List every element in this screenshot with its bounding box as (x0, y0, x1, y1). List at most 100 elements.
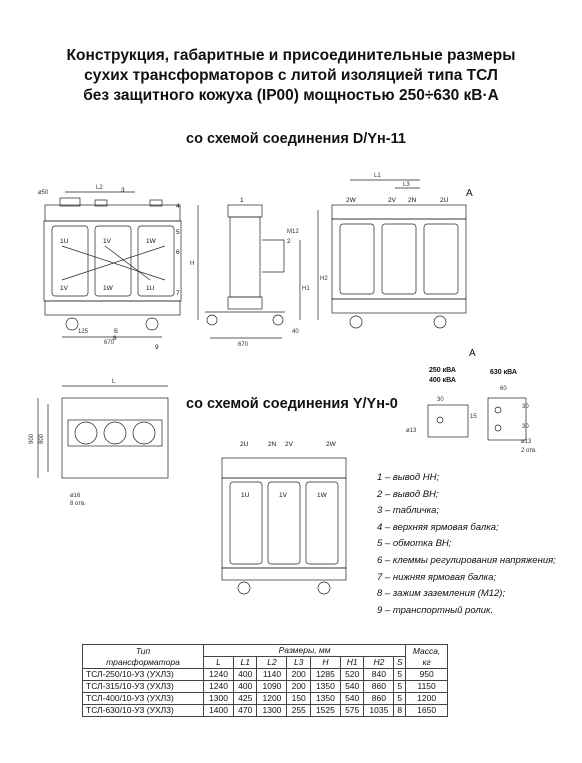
front-delta-link-2 (61, 245, 166, 281)
table-row: ТСЛ-630/10-У3 (УХЛ3) 1400 470 1300 255 1… (82, 704, 448, 717)
spec-table: Тип трансформатора Размеры, мм Масса, кг… (82, 644, 448, 717)
cell-l1: 470 (232, 704, 258, 717)
header-type: Тип трансформатора (82, 644, 204, 669)
header-type-line-2: трансформатора (106, 656, 180, 667)
top-note-holes: 8 отв. (70, 501, 86, 507)
side-wheel-left (206, 314, 218, 326)
header-l2: L2 (256, 656, 288, 669)
cell-h: 1525 (309, 704, 341, 717)
table-row: ТСЛ-315/10-У3 (УХЛ3) 1240 400 1090 200 1… (82, 680, 448, 693)
detail-a-left-hole (436, 416, 444, 424)
top-coil-2 (103, 421, 127, 445)
cell-l2: 1300 (256, 704, 288, 717)
rear-terminal-2u: 2U (440, 197, 449, 204)
callout-7: 7 (176, 290, 180, 297)
rear-bottom-beam (331, 298, 467, 314)
detail-a-right-note: 2 отв. (521, 448, 537, 454)
cell-mass: 1150 (405, 680, 448, 693)
legend: 1 – вывод НН; 2 – вывод ВН; 3 – табличка… (377, 470, 556, 619)
front-phase-1w-bottom: 1W (103, 285, 114, 292)
rear-terminal-2v: 2V (388, 197, 397, 204)
detail-a-left-dim-15: 15 (470, 414, 477, 420)
cell-l2: 1200 (256, 692, 288, 705)
title-line-1: Конструкция, габаритные и присоединитель… (66, 47, 516, 64)
detail-a-mark: A (469, 348, 476, 359)
front-wheel-left (65, 317, 79, 331)
detail-a: A 250 кВА 400 кВА 630 кВА 30 15 ø13 60 3… (406, 348, 537, 454)
legend-item-4: 4 – верхняя ярмовая балка; (377, 521, 499, 533)
cell-l3: 150 (286, 692, 311, 705)
detail-a-right-dim-30b: 30 (522, 424, 529, 430)
detail-a-right-dim-60: 60 (500, 386, 507, 392)
callout-4: 4 (176, 203, 180, 210)
cell-l1: 400 (232, 680, 258, 693)
legend-item-9: 9 – транспортный ролик. (377, 604, 494, 616)
header-mass: Масса, кг (405, 644, 448, 669)
header-h1: H1 (339, 656, 365, 669)
front-phase-1w: 1W (146, 238, 157, 245)
front-dim-b: B (114, 329, 118, 335)
cell-h2: 1035 (363, 704, 395, 717)
top-outline (61, 397, 169, 479)
yy-bottom-beam (221, 567, 347, 581)
yy-wheel-right (317, 581, 331, 595)
front-lifting-eye-2 (149, 199, 163, 207)
rear-wheel-right (433, 315, 447, 329)
front-dim-670: 670 (104, 340, 115, 346)
rear-wheel-left (349, 315, 363, 329)
side-wheel-right (272, 314, 284, 326)
front-phase-1u-bottom: 1U (146, 285, 155, 292)
detail-a-left-dim-o13: ø13 (406, 428, 417, 434)
yy-wheel-left (237, 581, 251, 595)
header-h2: H2 (363, 656, 395, 669)
header-l3: L3 (286, 656, 311, 669)
detail-a-right-hole-2 (494, 424, 502, 432)
detail-a-label-630: 630 кВА (490, 369, 517, 376)
cell-l2: 1090 (256, 680, 288, 693)
side-view: H H1 H2 40 670 M12 1 2 (190, 197, 328, 348)
header-sizes: Размеры, мм (202, 644, 407, 657)
header-mass-line-1: Масса, (412, 645, 441, 656)
cell-l1: 425 (232, 692, 258, 705)
title-line-2: сухих трансформаторов с литой изоляцией … (84, 67, 498, 84)
side-coil (229, 216, 261, 298)
cell-s: 8 (393, 704, 407, 717)
table-row: ТСЛ-250/10-У3 (УХЛ3) 1240 400 1140 200 1… (82, 668, 448, 681)
page-title: Конструкция, габаритные и присоединитель… (0, 46, 582, 106)
cell-mass: 950 (405, 668, 448, 681)
yy-terminal-2w: 2W (326, 441, 337, 448)
cell-s: 5 (393, 668, 407, 681)
header-l1: L1 (232, 656, 258, 669)
callout-6: 6 (176, 249, 180, 256)
yy-coil-3 (305, 481, 339, 565)
side-hv-lead (262, 239, 285, 273)
rear-terminal-2n: 2N (408, 197, 417, 204)
yy-phase-1u: 1U (241, 492, 250, 499)
cell-l3: 200 (286, 680, 311, 693)
table-header-row-1: Тип трансформатора Размеры, мм Масса, кг (82, 644, 448, 669)
header-mass-line-2: кг (422, 656, 431, 667)
cell-h: 1350 (309, 692, 341, 705)
front-nameplate (59, 197, 81, 207)
callout-5: 5 (176, 229, 180, 236)
detail-a-right-dim-30a: 30 (522, 404, 529, 410)
legend-item-8: 8 – зажим заземления (М12); (377, 588, 506, 600)
callout-1: 1 (240, 197, 244, 204)
cell-type: ТСЛ-250/10-У3 (УХЛ3) (82, 668, 204, 681)
cell-s: 5 (393, 680, 407, 693)
side-dim-m12: M12 (287, 229, 299, 235)
side-dim-h2: H2 (320, 276, 328, 282)
front-dim-o50: ø50 (38, 190, 49, 196)
yy-phase-1w: 1W (317, 492, 328, 499)
front-phase-1v-bottom: 1V (60, 285, 69, 292)
front-wheel-right (145, 317, 159, 331)
header-type-line-1: Тип (135, 645, 151, 656)
rear-coil-2 (381, 223, 417, 295)
cell-h1: 575 (339, 704, 365, 717)
cell-h1: 540 (339, 680, 365, 693)
front-dim-l2: L2 (96, 185, 103, 191)
top-dim-o16: ø16 (70, 493, 81, 499)
table-header-row-2: L L1 L2 L3 H H1 H2 S (83, 656, 448, 669)
scheme-dy-heading: со схемой соединения D/Yн-11 (186, 131, 406, 147)
